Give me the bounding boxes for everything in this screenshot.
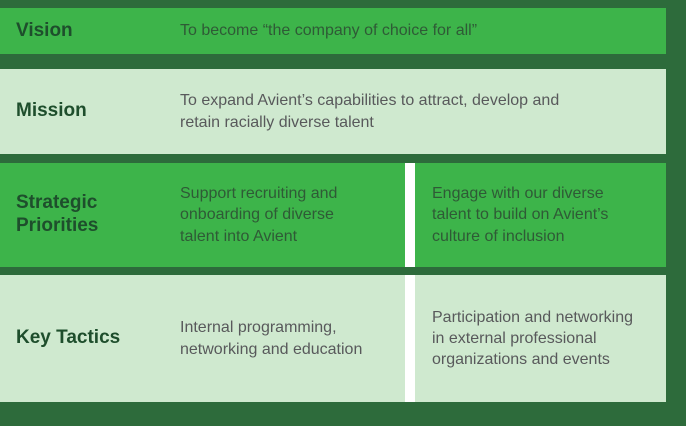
column-divider bbox=[405, 275, 415, 402]
key-tactics-label: Key Tactics bbox=[16, 327, 121, 349]
row-vision: Vision To become “the company of choice … bbox=[0, 8, 666, 54]
strategic-priorities-column-2: Engage with our diverse talent to build … bbox=[415, 163, 666, 267]
mission-label: Mission bbox=[16, 100, 87, 122]
strategic-priorities-text-1: Support recruiting and onboarding of div… bbox=[180, 185, 338, 245]
mission-text: To expand Avient’s capabilities to attra… bbox=[180, 92, 560, 131]
key-tactics-text-1: Internal programming, networking and edu… bbox=[180, 319, 363, 358]
vision-text: To become “the company of choice for all… bbox=[180, 22, 478, 40]
vision-label: Vision bbox=[16, 19, 73, 41]
strategic-priorities-text-2: Engage with our diverse talent to build … bbox=[432, 185, 609, 245]
strategic-priorities-label: Strategic Priorities bbox=[16, 192, 99, 236]
column-divider bbox=[405, 163, 415, 267]
mission-cells: To expand Avient’s capabilities to attra… bbox=[180, 69, 666, 154]
vision-cells: To become “the company of choice for all… bbox=[180, 8, 666, 54]
strategic-priorities-cells: Support recruiting and onboarding of div… bbox=[180, 163, 666, 267]
key-tactics-column-1: Internal programming, networking and edu… bbox=[180, 275, 405, 402]
row-strategic-priorities: Strategic Priorities Support recruiting … bbox=[0, 163, 666, 267]
key-tactics-text-2: Participation and networking in external… bbox=[432, 308, 634, 369]
key-tactics-column-2: Participation and networking in external… bbox=[415, 275, 666, 402]
key-tactics-cells: Internal programming, networking and edu… bbox=[180, 275, 666, 402]
row-mission: Mission To expand Avient’s capabilities … bbox=[0, 69, 666, 154]
strategic-priorities-column-1: Support recruiting and onboarding of div… bbox=[180, 163, 405, 267]
row-key-tactics: Key Tactics Internal programming, networ… bbox=[0, 275, 666, 402]
